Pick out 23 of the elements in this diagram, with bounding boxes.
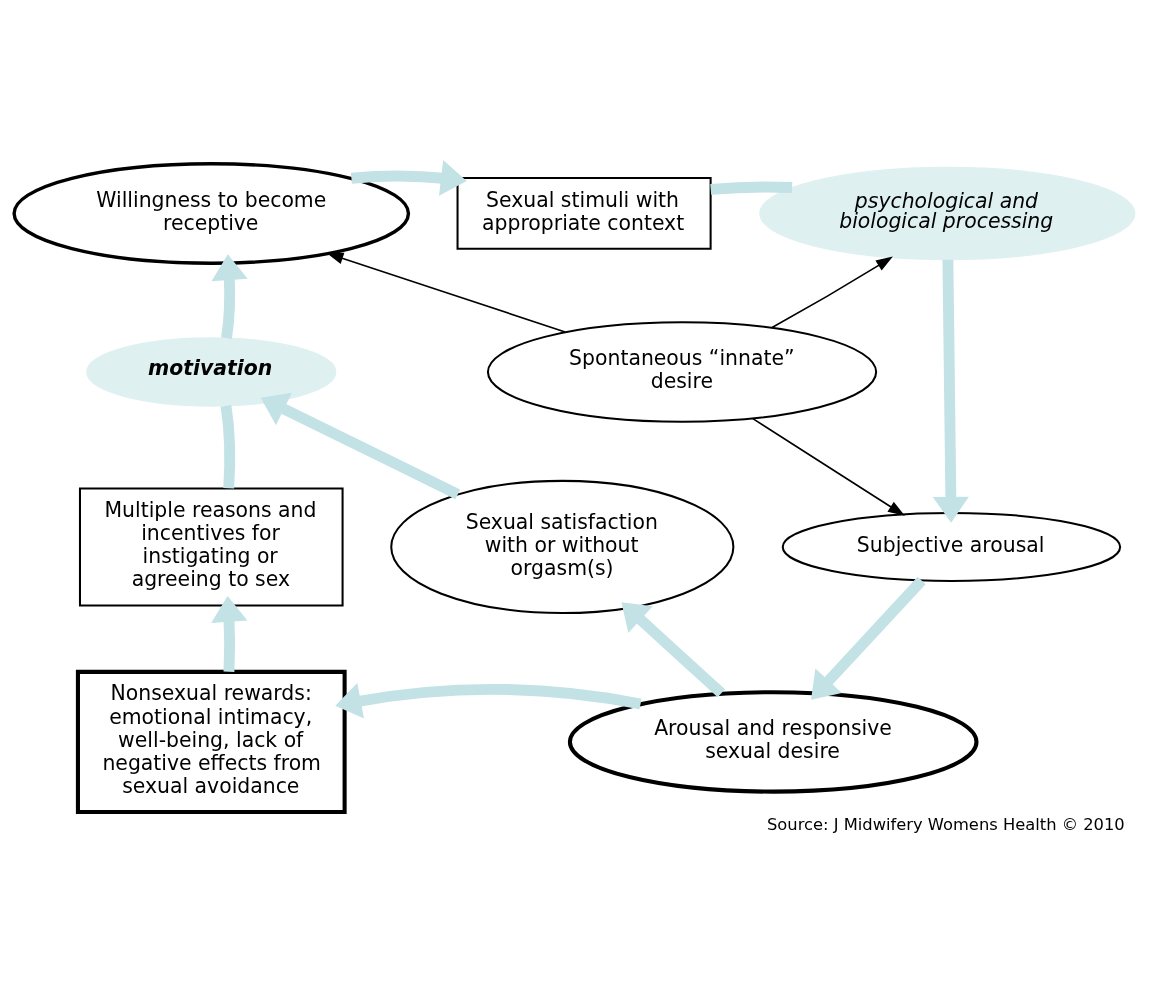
arrow xyxy=(811,576,926,700)
arrow xyxy=(752,417,905,516)
arrow xyxy=(326,252,566,333)
node-box: Nonsexual rewards: emotional intimacy, well-being, lack of negative effects from sexual avoidance xyxy=(75,669,347,815)
connector xyxy=(710,181,793,195)
arrow xyxy=(621,602,725,698)
node-ellipse: Arousal and responsive sexual desire xyxy=(567,690,979,794)
arrow xyxy=(350,159,467,196)
connector xyxy=(220,405,236,489)
node-ellipse: motivation xyxy=(86,337,337,407)
node-ellipse: Subjective arousal xyxy=(781,511,1122,582)
node-box: Sexual stimuli with appropriate context xyxy=(456,177,712,250)
node-box: Multiple reasons and incentives for instigating or agreeing to sex xyxy=(78,487,344,607)
arrow xyxy=(260,392,461,500)
arrow xyxy=(211,254,248,339)
node-ellipse: Sexual satisfaction with or without orgasm(s) xyxy=(390,479,735,615)
caption: Source: J Midwifery Womens Health © 2010 xyxy=(766,815,1125,835)
node-ellipse: psychological and biological processing xyxy=(759,166,1136,261)
node-ellipse: Spontaneous “innate” desire xyxy=(486,321,878,423)
arrow xyxy=(335,683,642,719)
arrow xyxy=(211,596,248,672)
arrow xyxy=(932,259,969,523)
arrow xyxy=(771,256,893,329)
